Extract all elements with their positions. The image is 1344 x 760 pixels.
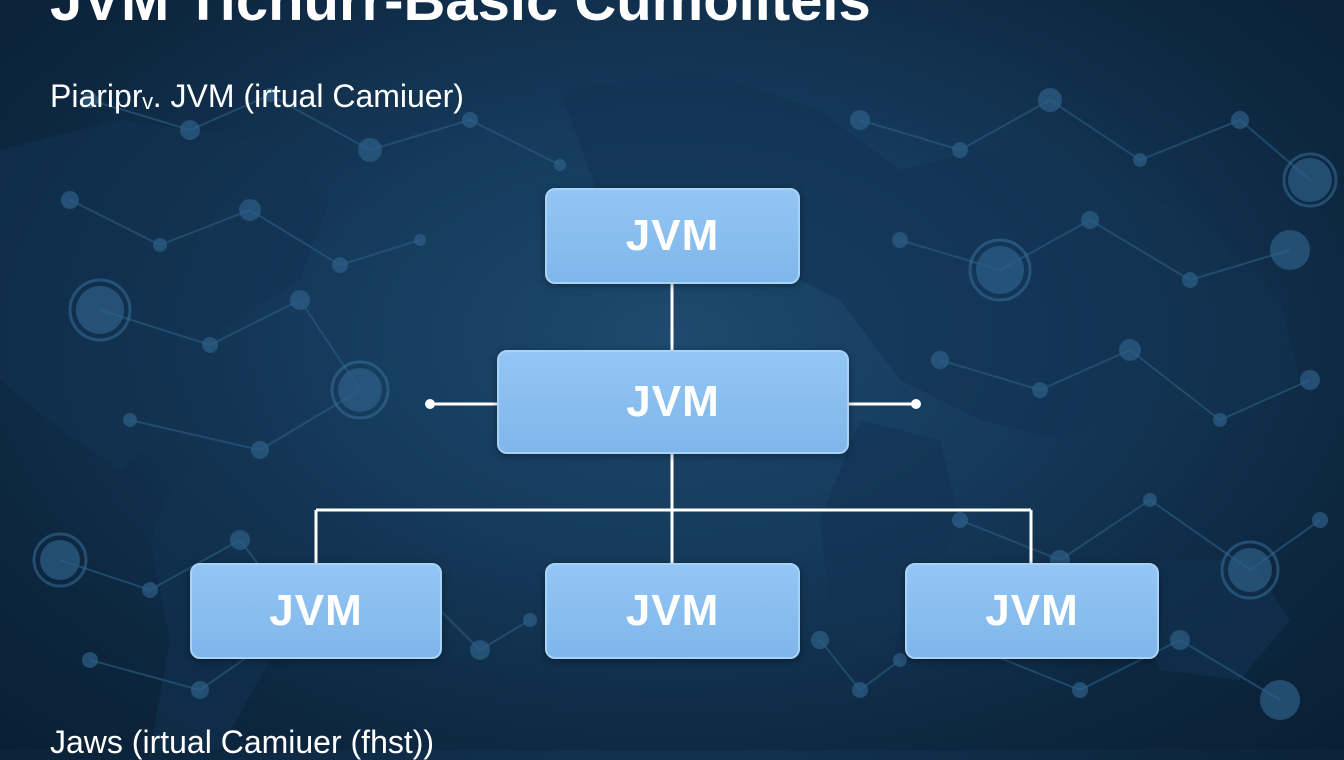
connector-left-endpoint bbox=[425, 399, 435, 409]
jvm-node-bottom-center: JVM bbox=[545, 563, 800, 659]
jvm-node-bottom-right: JVM bbox=[905, 563, 1159, 659]
jvm-node-top: JVM bbox=[545, 188, 800, 284]
connector-right-endpoint bbox=[911, 399, 921, 409]
page-subtitle: Piariprᵥ. JVM (irtual Camiuer) bbox=[50, 78, 464, 114]
page-title: JVM Tichurr-Basic Cumoliteis bbox=[50, 0, 871, 33]
jvm-node-middle: JVM bbox=[497, 350, 849, 454]
footer-caption: Jaws (irtual Camiuer (fhst)) bbox=[50, 724, 435, 760]
jvm-node-bottom-left: JVM bbox=[190, 563, 442, 659]
